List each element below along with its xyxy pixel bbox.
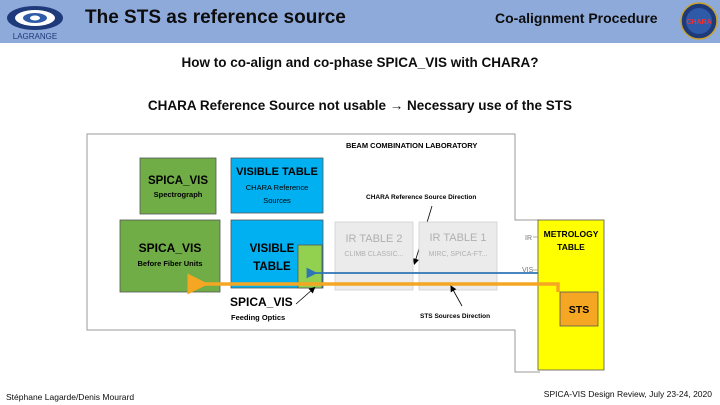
chara-logo: CHARA — [680, 2, 718, 40]
chara-ref-direction-label: CHARA Reference Source Direction — [366, 194, 476, 201]
chara-logo-text: CHARA — [686, 19, 711, 26]
sts-sources-direction-label: STS Sources Direction — [420, 313, 490, 320]
ir-table-1-box — [418, 221, 498, 291]
spectrograph-title: SPICA_VIS — [148, 175, 208, 187]
section-title: Co-alignment Procedure — [495, 10, 658, 26]
spica-before-fiber-sub: Before Fiber Units — [137, 259, 202, 268]
ir-table-1-title: IR TABLE 1 — [429, 232, 486, 244]
ir-table-1-sub: MIRC, SPICA-FT... — [429, 251, 488, 258]
visible-table-ref-sub2: Sources — [263, 196, 291, 205]
lagrange-logo-text: LAGRANGE — [13, 32, 57, 41]
feeding-optics-block — [297, 244, 323, 289]
slide-title: The STS as reference source — [85, 7, 346, 28]
vis-label: VIS — [522, 267, 534, 274]
sts-beam — [187, 273, 560, 295]
footer-authors: Stéphane Lagarde/Denis Mourard — [6, 392, 135, 402]
visible-table-ref-box — [230, 157, 324, 214]
lab-outline — [86, 133, 540, 373]
feeding-optics-arrow — [295, 286, 316, 305]
ir-table-2-box — [334, 221, 414, 291]
question-line: How to co-align and co-phase SPICA_VIS w… — [181, 55, 539, 70]
visible-table-ref-sub1: CHARA Reference — [246, 183, 309, 192]
metrology-table-line1: METROLOGY — [544, 229, 599, 239]
visible-table-line2: TABLE — [253, 261, 291, 273]
conclusion-line: CHARA Reference Source not usable → Nece… — [147, 98, 573, 113]
lagrange-logo: LAGRANGE — [7, 6, 63, 41]
visible-table-line1: VISIBLE — [250, 243, 295, 255]
spica-before-fiber-box — [119, 219, 221, 293]
feeding-optics-sub: Feeding Optics — [231, 313, 285, 322]
sts-sources-direction-arrow — [450, 285, 463, 307]
spectrograph-box — [139, 157, 217, 215]
ir-table-2-title: IR TABLE 2 — [345, 233, 402, 245]
sts-box — [559, 291, 599, 327]
metrology-table-line2: TABLE — [557, 242, 585, 252]
sts-title: STS — [569, 304, 589, 316]
spica-before-fiber-title: SPICA_VIS — [139, 241, 202, 255]
ir-label: IR — [525, 235, 532, 242]
header-bar — [0, 0, 720, 43]
feeding-optics-title: SPICA_VIS — [230, 295, 293, 309]
spectrograph-sub: Spectrograph — [154, 190, 203, 199]
footer-event: SPICA-VIS Design Review, July 23-24, 202… — [543, 389, 712, 399]
visible-table-ref-title: VISIBLE TABLE — [236, 166, 318, 178]
ir-table-2-sub: CLIMB CLASSIC... — [344, 251, 403, 258]
lab-title: BEAM COMBINATION LABORATORY — [346, 141, 477, 150]
